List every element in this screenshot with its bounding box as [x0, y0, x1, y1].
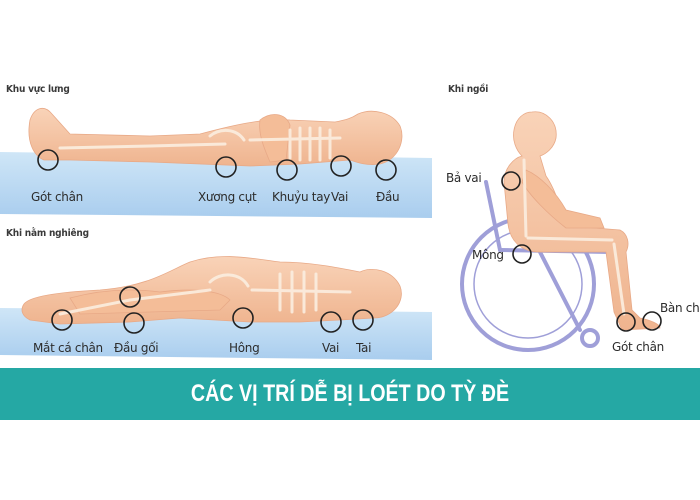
- label-hip: Hông: [229, 341, 260, 355]
- marker-knee-upper: [119, 286, 141, 308]
- marker-ear: [352, 309, 374, 331]
- marker-head-back: [375, 159, 397, 181]
- label-buttock: Mông: [472, 248, 504, 262]
- upper-leg-side: [69, 289, 231, 315]
- section-title-back: Khu vực lưng: [6, 84, 70, 95]
- marker-buttock: [512, 244, 532, 264]
- marker-hip: [232, 307, 254, 329]
- marker-foot: [642, 311, 662, 331]
- label-head: Đầu: [376, 190, 400, 204]
- marker-shoulder-back: [330, 155, 352, 177]
- label-heel-back: Gót chân: [31, 190, 83, 204]
- label-knee: Đầu gối: [114, 341, 159, 355]
- label-ear: Tai: [356, 341, 372, 355]
- marker-ankle: [51, 309, 73, 331]
- wheel-small: [580, 328, 600, 348]
- marker-shoulder-blade: [501, 171, 521, 191]
- arm-sitting: [521, 169, 605, 229]
- title-banner: CÁC VỊ TRÍ DỄ BỊ LOÉT DO TỲ ĐÈ: [0, 368, 700, 420]
- label-tailbone: Xương cụt: [198, 190, 257, 204]
- section-title-sitting: Khi ngồi: [448, 84, 489, 95]
- label-elbow: Khuỷu tay: [272, 190, 331, 204]
- label-shoulder-back: Vai: [331, 190, 349, 204]
- label-heel-sit: Gót chân: [612, 340, 664, 354]
- mattress-back: [0, 152, 432, 218]
- body-side: [21, 256, 402, 325]
- section-title-side: Khi nằm nghiêng: [6, 228, 89, 239]
- label-ankle: Mắt cá chân: [33, 341, 103, 355]
- marker-heel-sit: [616, 312, 636, 332]
- body-sitting: [503, 111, 661, 331]
- supine-figure: [0, 107, 432, 218]
- label-foot: Bàn chân: [660, 301, 700, 315]
- marker-elbow: [276, 159, 298, 181]
- side-lying-figure: [0, 256, 432, 360]
- label-shoulder-blade: Bả vai: [446, 171, 482, 185]
- wheelchair-figure: [460, 111, 662, 352]
- label-shoulder-side: Vai: [322, 341, 340, 355]
- banner-title: CÁC VỊ TRÍ DỄ BỊ LOÉT DO TỲ ĐÈ: [190, 380, 510, 407]
- marker-knee-lower: [123, 312, 145, 334]
- marker-heel-back: [37, 149, 59, 171]
- marker-shoulder-side: [320, 311, 342, 333]
- marker-tailbone: [215, 156, 237, 178]
